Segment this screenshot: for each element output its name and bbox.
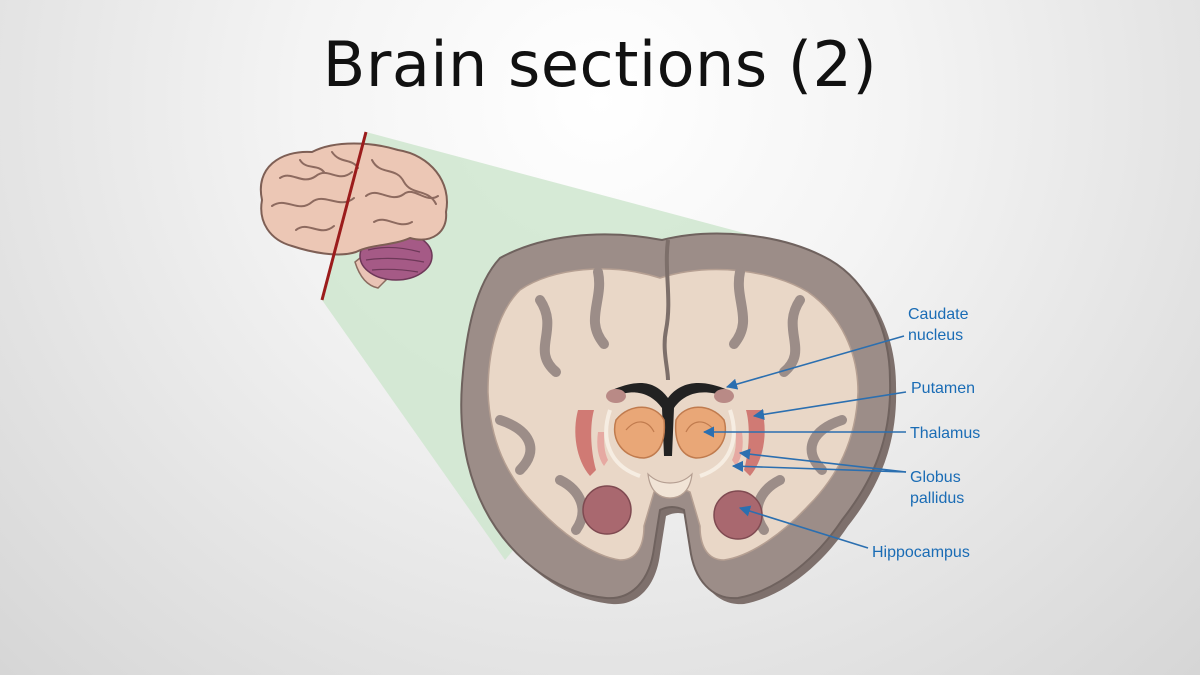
label-putamen: Putamen [911,380,976,397]
caudate-leader [725,335,905,390]
thalamus-shape [613,406,666,459]
globus-pallidus-leader-2 [731,460,907,473]
globus-pallidus-leader-1 [738,448,907,473]
globus-pallidus-shape [597,432,608,466]
putamen-shape [575,410,596,476]
label-thalamus: Thalamus [910,425,981,442]
label-caudate-line1: Caudate [908,306,969,323]
putamen-leader [752,391,907,420]
label-globus-line1: Globus [910,469,961,486]
label-globus-pallidus: Globus pallidus [910,467,964,509]
caudate-nucleus-shape [606,389,626,403]
label-globus-line2: pallidus [910,490,965,507]
label-hippocampus: Hippocampus [872,544,970,561]
hippocampus-shape [582,485,632,535]
leader-lines [702,335,907,549]
label-caudate-line2: nucleus [908,327,964,344]
hippocampus-leader [738,505,869,549]
label-caudate-nucleus: Caudate nucleus [908,304,969,346]
slide-title: Brain sections (2) [322,28,878,101]
coronal-section [460,232,897,605]
lateral-brain-icon [259,142,448,289]
section-line [320,131,368,301]
